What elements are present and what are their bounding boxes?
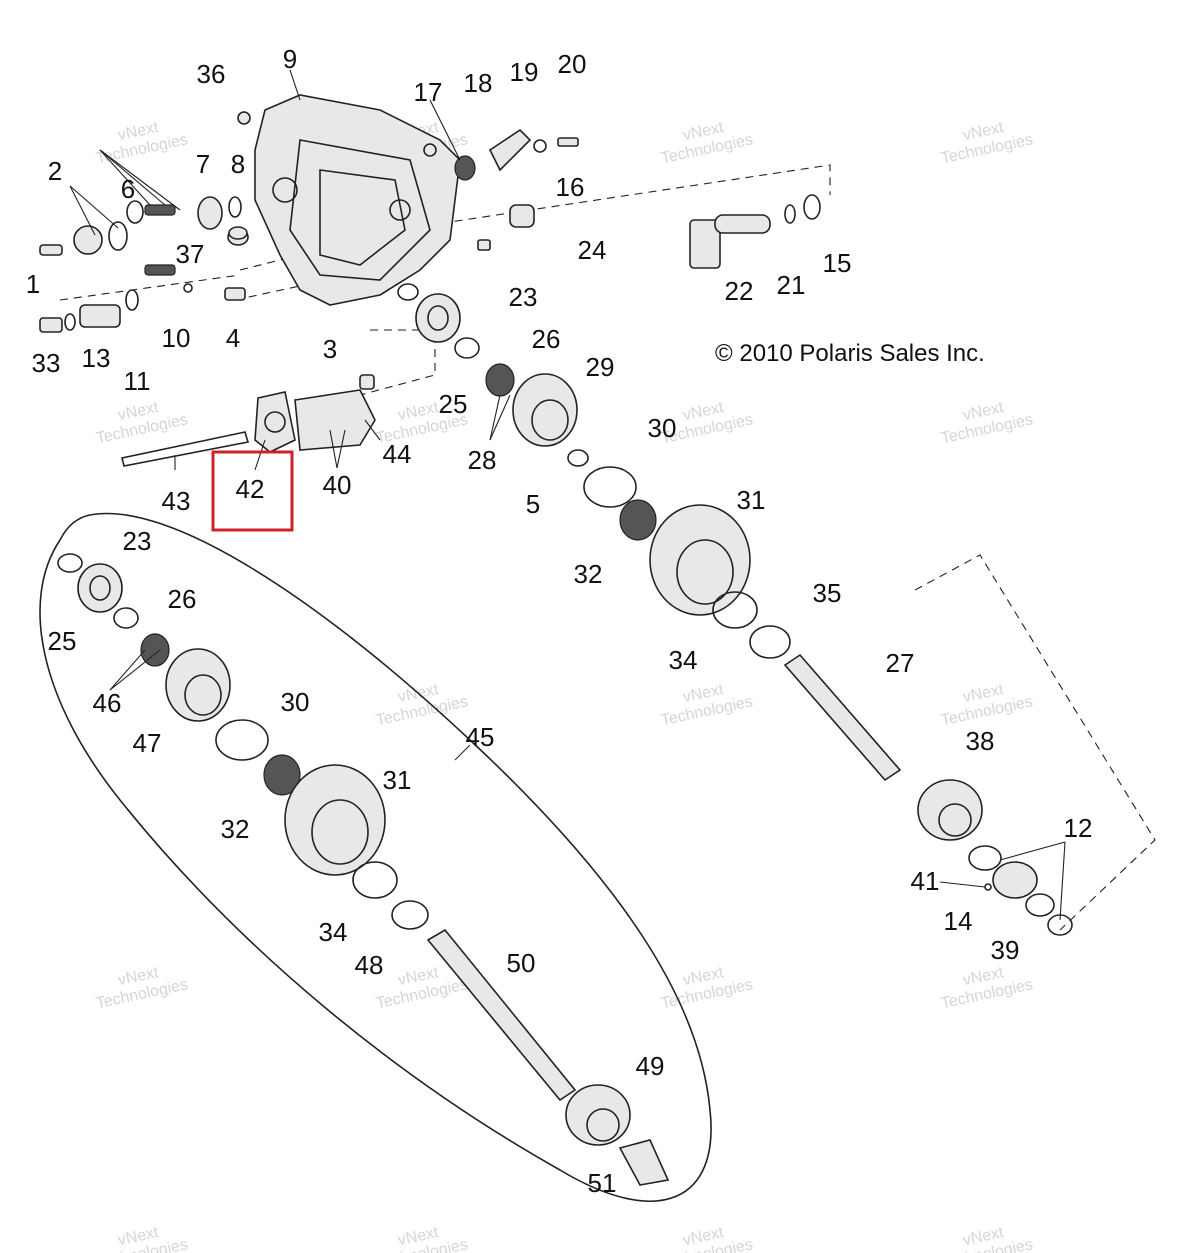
callout-17: 17	[414, 77, 443, 107]
callout-47: 47	[133, 728, 162, 758]
callout-28: 28	[468, 445, 497, 475]
callout-5: 5	[526, 489, 540, 519]
callout-37: 37	[176, 239, 205, 269]
callout-25: 25	[48, 626, 77, 656]
callout-4: 4	[226, 323, 240, 353]
callout-6: 6	[121, 174, 135, 204]
callout-40: 40	[323, 470, 352, 500]
callout-15: 15	[823, 248, 852, 278]
callout-9: 9	[283, 44, 297, 74]
callout-24: 24	[578, 235, 607, 265]
callout-26: 26	[168, 584, 197, 614]
callout-48: 48	[355, 950, 384, 980]
callout-46: 46	[93, 688, 122, 718]
callout-22: 22	[725, 276, 754, 306]
callout-25: 25	[439, 389, 468, 419]
callout-51: 51	[588, 1168, 617, 1198]
callout-1: 1	[26, 269, 40, 299]
callout-23: 23	[509, 282, 538, 312]
callout-21: 21	[777, 270, 806, 300]
shift-drum-assembly	[121, 374, 376, 467]
callout-45: 45	[466, 722, 495, 752]
callout-50: 50	[507, 948, 536, 978]
callout-35: 35	[813, 578, 842, 608]
callout-12: 12	[1064, 813, 1093, 843]
callout-34: 34	[669, 645, 698, 675]
callout-14: 14	[944, 906, 973, 936]
callout-19: 19	[510, 57, 539, 87]
callout-11: 11	[124, 366, 151, 396]
callout-32: 32	[574, 559, 603, 589]
callout-41: 41	[911, 866, 940, 896]
callout-30: 30	[648, 413, 677, 443]
leader-lines	[69, 69, 1066, 921]
callout-36: 36	[197, 59, 226, 89]
callout-31: 31	[383, 765, 412, 795]
callout-31: 31	[737, 485, 766, 515]
transmission-case	[254, 94, 461, 306]
callout-32: 32	[221, 814, 250, 844]
copyright-notice: © 2010 Polaris Sales Inc.	[715, 340, 985, 367]
callout-10: 10	[162, 323, 191, 353]
callout-43: 43	[162, 486, 191, 516]
callout-18: 18	[464, 68, 493, 98]
callout-16: 16	[556, 172, 585, 202]
callout-34: 34	[319, 917, 348, 947]
callout-29: 29	[586, 352, 615, 382]
highlight-box-42[interactable]	[211, 450, 294, 532]
callout-39: 39	[991, 935, 1020, 965]
callout-13: 13	[82, 343, 111, 373]
callout-38: 38	[966, 726, 995, 756]
callout-2: 2	[48, 156, 62, 186]
callout-20: 20	[558, 49, 587, 79]
callout-23: 23	[123, 526, 152, 556]
callout-49: 49	[636, 1051, 665, 1081]
callout-8: 8	[231, 149, 245, 179]
callout-7: 7	[196, 149, 210, 179]
small-parts-upper-right	[454, 128, 821, 269]
callout-3: 3	[323, 334, 337, 364]
callout-26: 26	[532, 324, 561, 354]
callout-33: 33	[32, 348, 61, 378]
sub-assembly-outline	[39, 512, 712, 1203]
callout-42: 42	[236, 474, 265, 504]
sub-assembly-parts	[57, 553, 670, 1186]
small-parts-upper-left	[39, 111, 251, 333]
callout-44: 44	[383, 439, 412, 469]
callout-30: 30	[281, 687, 310, 717]
callout-27: 27	[886, 648, 915, 678]
main-shaft-parts	[397, 283, 1073, 936]
